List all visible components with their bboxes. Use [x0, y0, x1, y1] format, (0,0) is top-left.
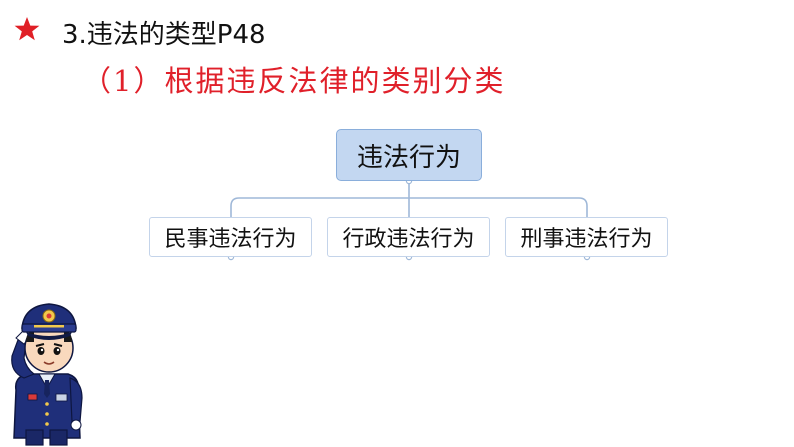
child-node-administrative: 行政违法行为	[327, 217, 490, 257]
child-node-civil: 民事违法行为	[149, 217, 312, 257]
section-subheading: （1）根据违反法律的类别分类	[82, 64, 506, 98]
branch-left	[230, 197, 409, 217]
police-officer-illustration	[11, 303, 83, 446]
star-icon	[14, 17, 40, 41]
root-node: 违法行为	[336, 129, 482, 181]
section-heading: 3.违法的类型P48	[62, 20, 266, 50]
branch-right	[409, 197, 588, 217]
child-node-criminal: 刑事违法行为	[505, 217, 668, 257]
